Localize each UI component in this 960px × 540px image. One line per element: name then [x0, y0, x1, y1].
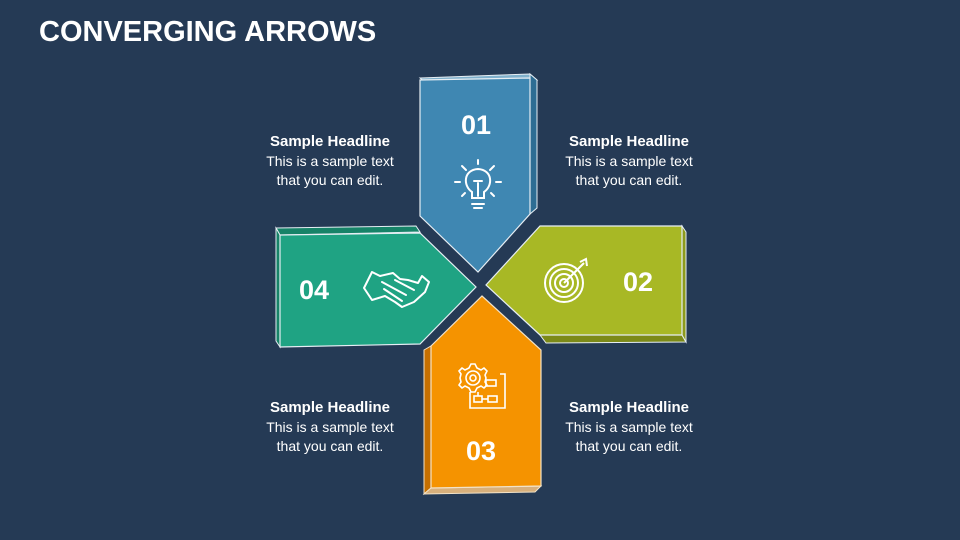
body-line-1: This is a sample text [266, 153, 394, 169]
arrow-02-shape[interactable] [485, 224, 687, 344]
headline: Sample Headline [568, 133, 690, 150]
arrow-03-number: 03 [466, 436, 497, 466]
slide-title: CONVERGING ARROWS [39, 16, 377, 48]
body-line-1: This is a sample text [565, 419, 693, 435]
arrow-01-number: 01 [461, 110, 492, 140]
headline: Sample Headline [568, 399, 690, 416]
headline: Sample Headline [269, 133, 391, 150]
handshake-icon [363, 271, 430, 308]
body-line-2: that you can edit. [575, 438, 683, 454]
body-line-1: This is a sample text [266, 419, 394, 435]
arrow-03-shape[interactable] [422, 295, 543, 496]
text-block-bottom-right: Sample Headline This is a sample text th… [544, 398, 714, 456]
gear-blueprint-icon [457, 363, 506, 409]
text-block-top-right: Sample Headline This is a sample text th… [544, 132, 714, 190]
headline: Sample Headline [269, 399, 391, 416]
body-line-2: that you can edit. [575, 172, 683, 188]
arrow-02-number: 02 [623, 267, 654, 297]
arrow-04-shape[interactable] [275, 225, 477, 349]
arrow-04-number: 04 [299, 275, 330, 305]
text-block-bottom-left: Sample Headline This is a sample text th… [245, 398, 415, 456]
lightbulb-icon [454, 159, 502, 209]
text-block-top-left: Sample Headline This is a sample text th… [245, 132, 415, 190]
body-line-1: This is a sample text [565, 153, 693, 169]
target-icon [544, 257, 588, 303]
body-line-2: that you can edit. [276, 172, 384, 188]
arrow-01-shape[interactable] [418, 72, 539, 273]
body-line-2: that you can edit. [276, 438, 384, 454]
